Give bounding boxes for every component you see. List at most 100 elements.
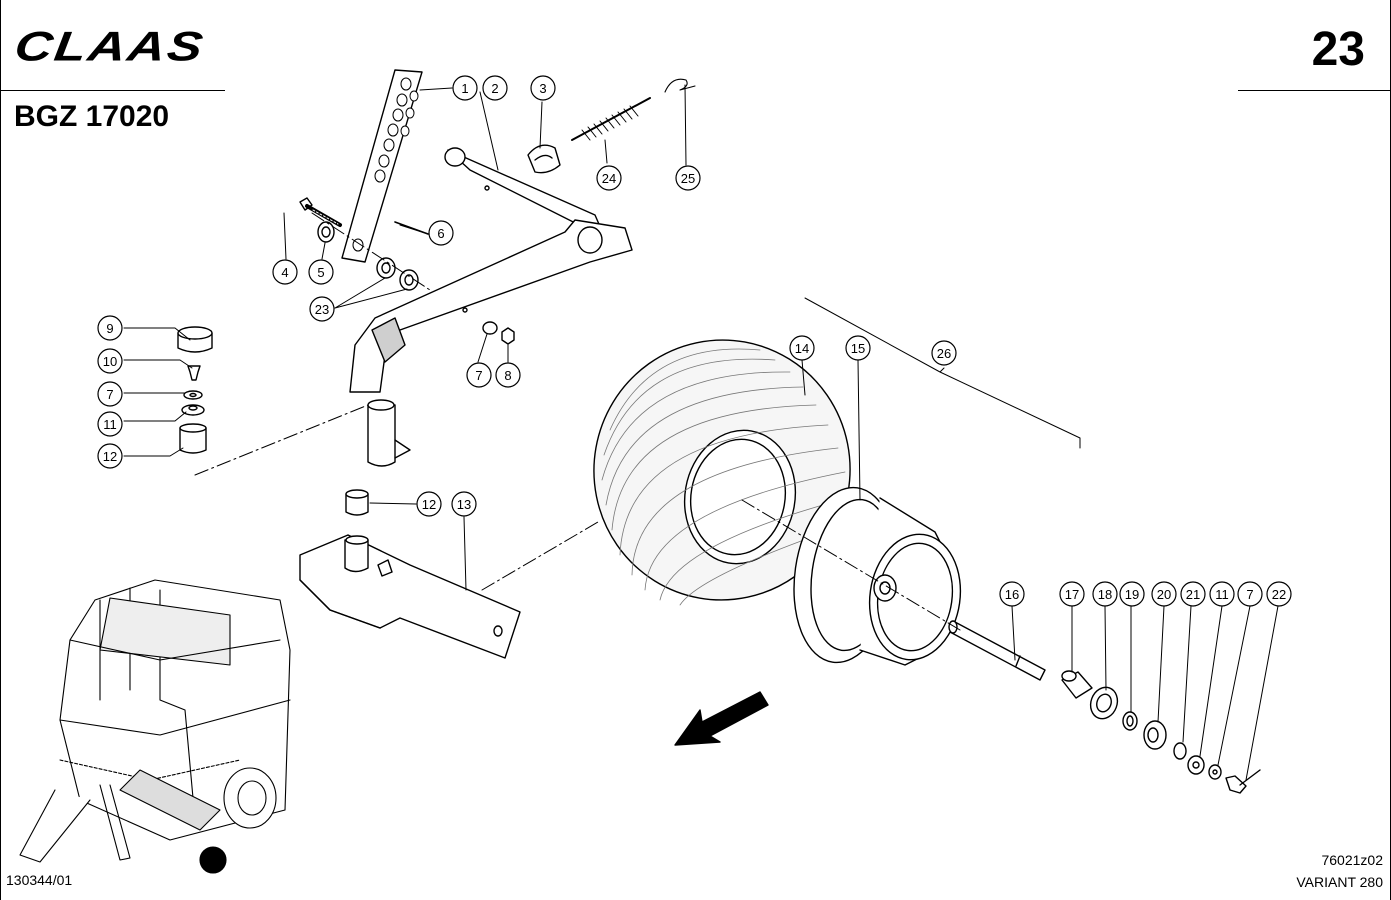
part-bolt <box>299 197 342 227</box>
part-washer-7a <box>482 321 498 335</box>
callout-c14: 14 <box>789 335 815 361</box>
callout-number: 1 <box>461 81 468 96</box>
callout-number: 3 <box>539 81 546 96</box>
direction-arrow <box>674 691 769 746</box>
drawing-code: 76021z02 <box>1321 852 1383 868</box>
callout-c24: 24 <box>596 165 622 191</box>
callout-c8: 8 <box>495 362 521 388</box>
part-seal-19 <box>1122 711 1138 731</box>
part-tyre <box>593 339 851 606</box>
callout-number: 14 <box>795 341 809 356</box>
callout-circle <box>309 296 335 322</box>
callout-circle <box>97 348 123 374</box>
callout-circle <box>451 491 477 517</box>
part-adjustment-strap <box>341 69 423 263</box>
callout-c15: 15 <box>845 335 871 361</box>
callout-number: 7 <box>106 387 113 402</box>
callout-number: 21 <box>1186 587 1200 602</box>
callout-circle <box>428 220 454 246</box>
callout-circle <box>789 335 815 361</box>
callout-number: 15 <box>851 341 865 356</box>
callout-number: 23 <box>315 302 329 317</box>
part-nut-8 <box>501 327 515 345</box>
part-cotter-pin <box>664 78 696 93</box>
callout-c5: 5 <box>308 259 334 285</box>
callout-number: 25 <box>681 171 695 186</box>
callout-c13: 13 <box>451 491 477 517</box>
callout-c26: 26 <box>931 340 957 366</box>
callout-number: 12 <box>422 497 436 512</box>
part-washer-7c <box>1208 764 1222 780</box>
part-stack-left <box>177 326 213 454</box>
callout-number: 6 <box>437 226 444 241</box>
callout-circle <box>1209 581 1235 607</box>
callout-number: 18 <box>1098 587 1112 602</box>
callout-number: 22 <box>1272 587 1286 602</box>
callout-c12a: 12 <box>97 443 123 469</box>
callout-c6: 6 <box>428 220 454 246</box>
callout-number: 2 <box>491 81 498 96</box>
callout-c12b: 12 <box>416 491 442 517</box>
part-bushing <box>317 221 335 243</box>
callout-number: 10 <box>103 354 117 369</box>
callout-circle <box>452 75 478 101</box>
document-code: BGZ 17020 <box>14 100 170 133</box>
header-divider-left <box>0 90 225 91</box>
callout-circle <box>1237 581 1263 607</box>
callout-circle <box>482 75 508 101</box>
callout-c17: 17 <box>1059 581 1085 607</box>
callout-circle <box>675 165 701 191</box>
callout-number: 5 <box>317 265 324 280</box>
callout-c21: 21 <box>1180 581 1206 607</box>
callout-number: 17 <box>1065 587 1079 602</box>
callout-number: 7 <box>475 368 482 383</box>
callout-circle <box>97 443 123 469</box>
callout-circle <box>1059 581 1085 607</box>
callout-number: 7 <box>1246 587 1253 602</box>
callout-circle <box>1180 581 1206 607</box>
callout-number: 11 <box>1215 587 1229 602</box>
leader-lines <box>123 84 1279 781</box>
part-washers <box>376 257 419 291</box>
callout-c25: 25 <box>675 165 701 191</box>
callout-circle <box>1151 581 1177 607</box>
callout-number: 8 <box>504 368 511 383</box>
callout-number: 11 <box>103 417 117 432</box>
callout-number: 16 <box>1005 587 1019 602</box>
callout-circle <box>1092 581 1118 607</box>
part-bolt-22 <box>1225 769 1261 794</box>
part-bushing-12b <box>345 489 369 516</box>
part-washer-11b <box>1187 755 1205 775</box>
baler-overview-thumbnail <box>19 579 291 874</box>
callout-number: 12 <box>103 449 117 464</box>
callout-c9: 9 <box>97 315 123 341</box>
callout-circle <box>999 581 1025 607</box>
part-wheel-fork <box>299 534 521 659</box>
callout-c1: 1 <box>452 75 478 101</box>
callout-number: 4 <box>281 265 288 280</box>
part-pivot-tube <box>367 399 411 467</box>
callout-circle <box>416 491 442 517</box>
callout-circle <box>931 340 957 366</box>
callout-c19: 19 <box>1119 581 1145 607</box>
callout-c4: 4 <box>272 259 298 285</box>
callout-c7c: 7 <box>1237 581 1263 607</box>
callout-number: 20 <box>1157 587 1171 602</box>
callout-circle <box>596 165 622 191</box>
callout-c22: 22 <box>1266 581 1292 607</box>
center-lines <box>194 212 961 631</box>
callout-circle <box>530 75 556 101</box>
callout-c16: 16 <box>999 581 1025 607</box>
callout-number: 19 <box>1125 587 1139 602</box>
part-bearing <box>1089 686 1119 720</box>
callout-circle <box>97 381 123 407</box>
callout-c10: 10 <box>97 348 123 374</box>
callout-circle <box>1119 581 1145 607</box>
part-spacer <box>1061 670 1093 699</box>
callout-circle <box>1266 581 1292 607</box>
callout-number: 9 <box>106 321 113 336</box>
page-number: 23 <box>1311 23 1365 76</box>
frame-left-border <box>0 0 1 900</box>
callout-circle <box>97 315 123 341</box>
